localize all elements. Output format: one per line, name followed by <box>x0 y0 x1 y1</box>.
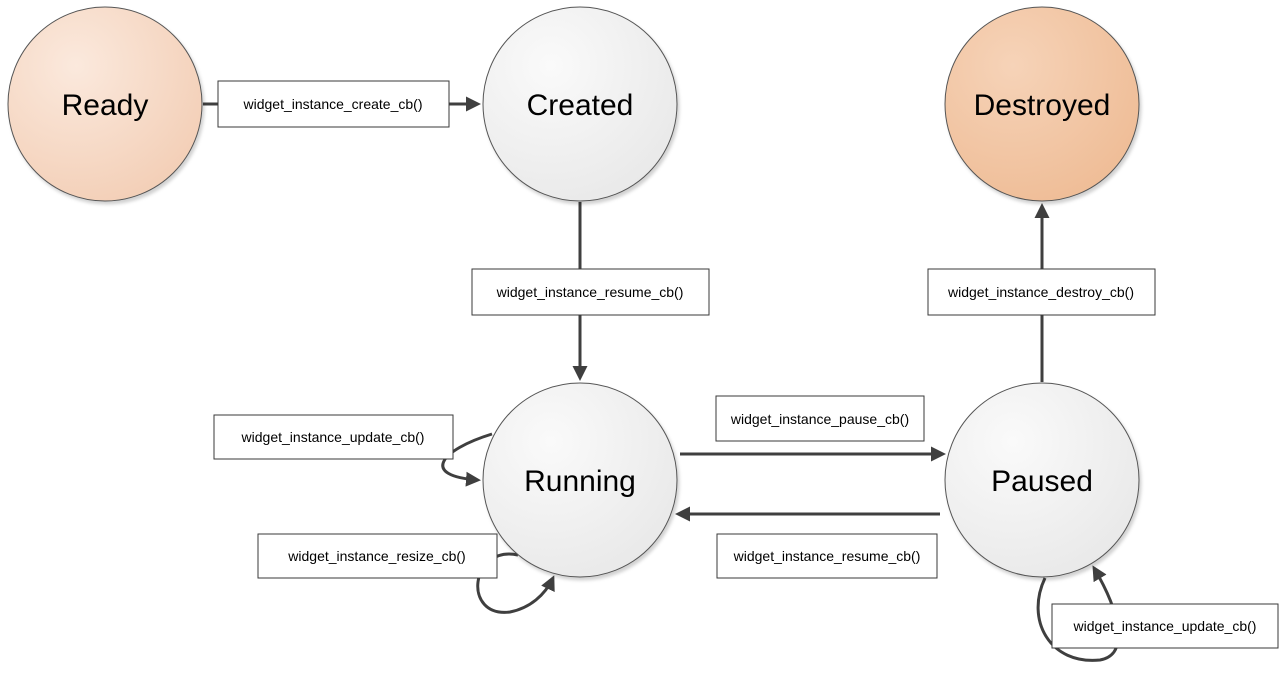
transition-label-create: widget_instance_create_cb() <box>243 96 423 112</box>
transition-destroy: widget_instance_destroy_cb() <box>927 268 1156 316</box>
transition-update-paused: widget_instance_update_cb() <box>1051 603 1279 649</box>
transition-resize: widget_instance_resize_cb() <box>257 533 498 579</box>
transition-label-update-paused: widget_instance_update_cb() <box>1073 618 1257 634</box>
state-label-ready: Ready <box>62 89 149 122</box>
transition-resume-created: widget_instance_resume_cb() <box>471 268 710 316</box>
transition-label-resume-created: widget_instance_resume_cb() <box>496 284 684 300</box>
transition-create: widget_instance_create_cb() <box>217 80 450 128</box>
state-label-running: Running <box>524 465 636 498</box>
state-ready: Ready <box>7 6 203 202</box>
state-label-destroyed: Destroyed <box>974 89 1111 122</box>
state-label-created: Created <box>527 89 634 122</box>
transition-label-resume-paused: widget_instance_resume_cb() <box>733 548 921 564</box>
transition-label-destroy: widget_instance_destroy_cb() <box>947 284 1134 300</box>
transition-update-running: widget_instance_update_cb() <box>213 414 454 460</box>
transition-label-update-running: widget_instance_update_cb() <box>241 429 425 445</box>
state-destroyed: Destroyed <box>944 6 1140 202</box>
state-paused: Paused <box>944 382 1140 578</box>
transition-label-pause: widget_instance_pause_cb() <box>730 411 909 427</box>
state-running: Running <box>482 382 678 578</box>
edge-running-update-loop <box>441 432 493 487</box>
state-label-paused: Paused <box>991 465 1093 498</box>
transition-label-resize: widget_instance_resize_cb() <box>287 548 465 564</box>
transition-pause: widget_instance_pause_cb() <box>715 395 925 442</box>
state-created: Created <box>482 6 678 202</box>
transition-resume-paused: widget_instance_resume_cb() <box>716 533 938 579</box>
